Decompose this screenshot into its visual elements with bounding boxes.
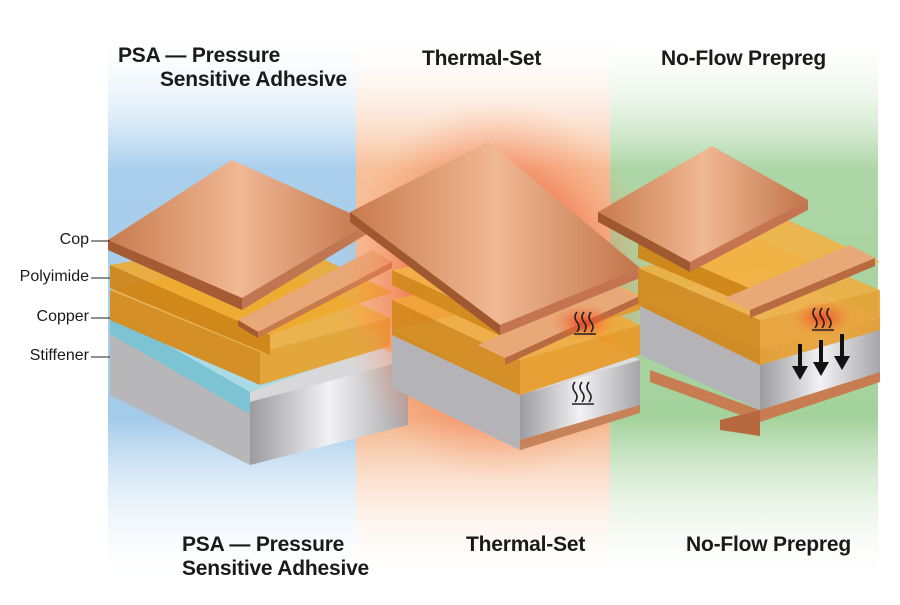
thermal-title: Thermal-Set <box>422 47 542 70</box>
thermal-title-bottom: Thermal-Set <box>466 533 585 557</box>
heat-waves-icon <box>572 381 594 405</box>
label-polyimide: Polyimide <box>19 268 89 285</box>
noflow-title-top: No-Flow Prepreg <box>661 47 826 71</box>
heat-waves-icon <box>812 307 834 331</box>
psa-title-top: PSA — Pressure Sensitive Adhesive <box>118 44 347 92</box>
label-cop: Cop <box>59 231 89 248</box>
down-arrow-icon <box>792 334 850 380</box>
label-copper: Copper <box>36 308 89 325</box>
thermal-title-top: Thermal-Set <box>422 47 541 71</box>
psa-title-bottom: PSA — Pressure Sensitive Adhesive <box>182 533 369 581</box>
psa-title-line2: Sensitive Adhesive <box>182 557 370 580</box>
psa-title-line2: Sensitive Adhesive <box>160 68 348 91</box>
noflow-title-bottom: No-Flow Prepreg <box>686 533 851 557</box>
psa-title-line1: PSA — Pressure <box>118 44 281 67</box>
psa-title-line1: PSA — Pressure <box>182 533 345 556</box>
label-leaders <box>91 240 110 358</box>
label-stiffener: Stiffener <box>29 347 89 364</box>
thermal-title: Thermal-Set <box>466 533 586 556</box>
noflow-title: No-Flow Prepreg <box>661 47 827 70</box>
noflow-title: No-Flow Prepreg <box>686 533 852 556</box>
heat-waves-icon <box>574 311 596 335</box>
thermal-stack <box>350 142 640 450</box>
